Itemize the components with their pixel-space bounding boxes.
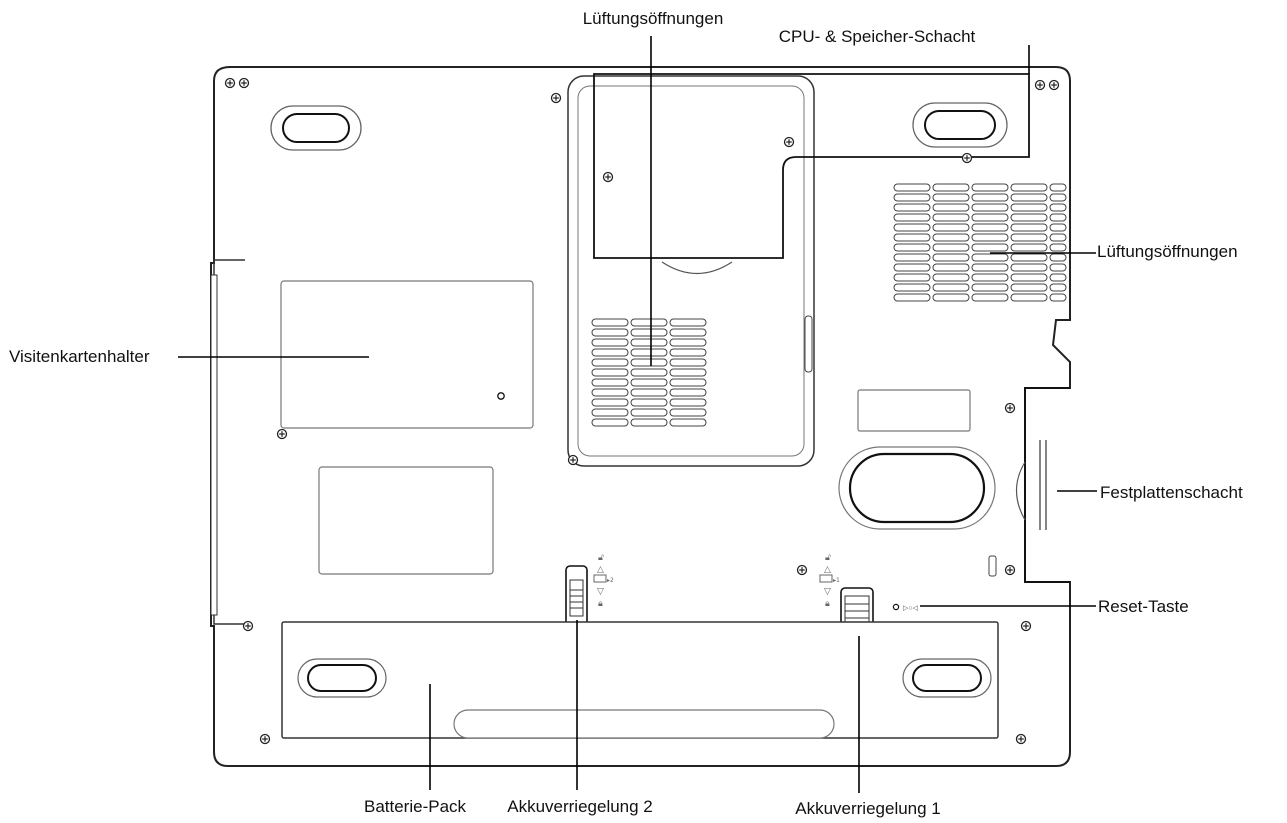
screw-icon	[1048, 79, 1060, 91]
rubber-foot	[270, 105, 362, 151]
battery-lock-1-legend: 🔓︎ △ ▸1 ▽ 🔒︎	[819, 553, 840, 609]
screw-icon	[550, 92, 562, 104]
battery-lock-2-legend: 🔓︎ △ ▸2 ▽ 🔒︎	[593, 553, 614, 609]
label-card-holder: Visitenkartenhalter	[9, 347, 150, 366]
screw-icon	[783, 136, 795, 148]
label-reset-button: Reset-Taste	[1098, 597, 1189, 616]
arrow-up-icon: △	[597, 565, 604, 575]
center-vent-slots	[591, 318, 707, 427]
arrow-up-icon: △	[824, 565, 831, 575]
screw-icon	[276, 428, 288, 440]
screw-icon	[567, 454, 579, 466]
label-panel	[318, 466, 494, 575]
screw-icon	[1004, 402, 1016, 414]
unlock-icon: 🔓︎	[598, 553, 604, 563]
right-vent-slots	[893, 183, 1067, 302]
screw-icon	[796, 564, 808, 576]
lock-icon: 🔒︎	[825, 599, 830, 609]
screw-icon	[238, 77, 250, 89]
screw-icon	[1004, 564, 1016, 576]
card-holder-panel	[280, 280, 534, 429]
screw-icon	[259, 733, 271, 745]
screw-icon	[961, 152, 973, 164]
screw-icon	[1034, 79, 1046, 91]
unlock-icon: 🔓︎	[825, 553, 831, 563]
label-battery-lock-1: Akkuverriegelung 1	[795, 799, 941, 818]
lock-icon: 🔒︎	[598, 599, 603, 609]
label-cpu-memory-bay: CPU- & Speicher-Schacht	[778, 27, 976, 46]
reset-button: ▷○◁	[892, 603, 919, 612]
svg-text:▸1: ▸1	[833, 577, 840, 584]
label-battery-lock-2: Akkuverriegelung 2	[507, 797, 653, 816]
screw-icon	[602, 171, 614, 183]
cpu-memory-bay-cover	[593, 73, 1030, 259]
oval-foot	[838, 446, 996, 530]
arrow-down-icon: ▽	[824, 587, 831, 597]
center-vent-panel	[567, 75, 815, 467]
arrow-down-icon: ▽	[597, 587, 604, 597]
screw-icon	[242, 620, 254, 632]
label-hdd-bay: Festplattenschacht	[1100, 483, 1243, 502]
svg-text:▷○◁: ▷○◁	[903, 605, 919, 612]
battery-icon	[593, 574, 607, 583]
battery-pack	[281, 621, 999, 739]
svg-text:▸2: ▸2	[607, 577, 614, 584]
label-battery-pack: Batterie-Pack	[363, 797, 467, 816]
label-vents-right: Lüftungsöffnungen	[1097, 242, 1238, 261]
small-label-panel	[857, 389, 971, 432]
battery-icon	[819, 574, 833, 583]
hdd-bay	[988, 387, 1070, 583]
screw-icon	[1020, 620, 1032, 632]
screw-icon	[1015, 733, 1027, 745]
leader-lines	[178, 36, 1097, 793]
rubber-foot	[912, 102, 1008, 148]
screw-icon	[224, 77, 236, 89]
label-vents-top: Lüftungsöffnungen	[582, 9, 724, 28]
